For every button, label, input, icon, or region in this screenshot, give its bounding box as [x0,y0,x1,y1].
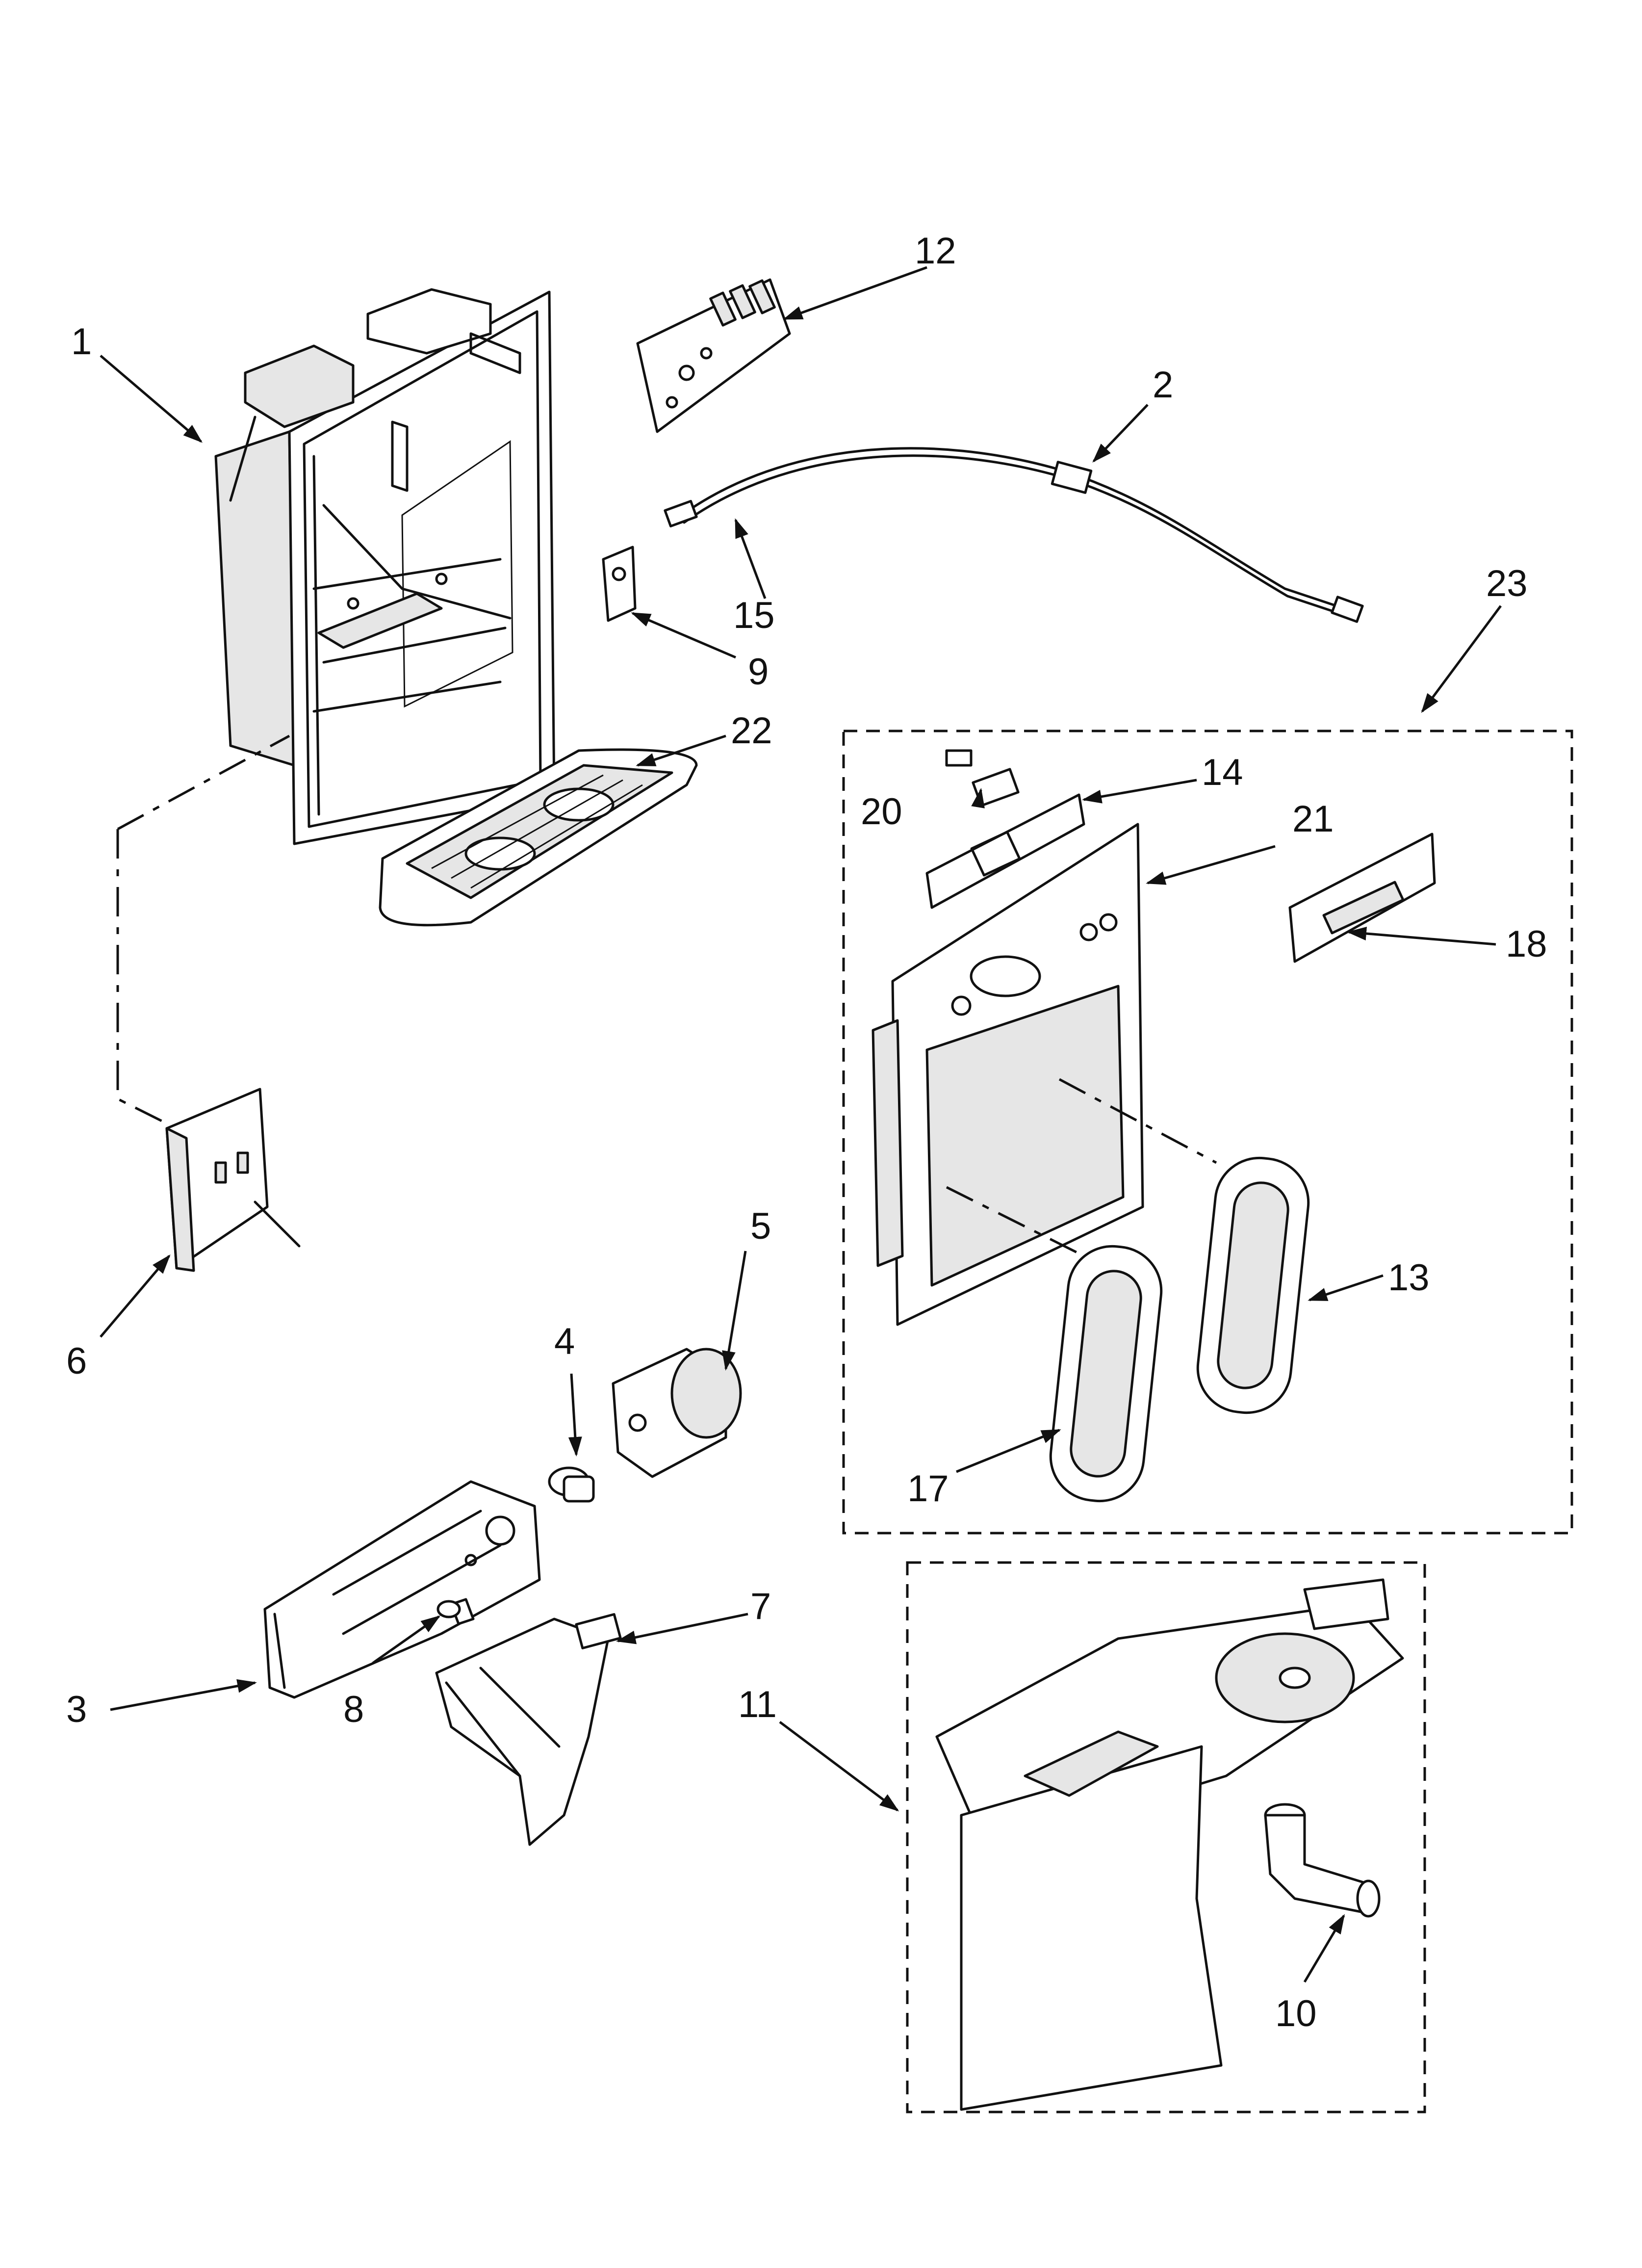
callout-4: 4 [554,1321,575,1362]
part-5-motor [612,1348,742,1478]
callout-13: 13 [1388,1257,1430,1299]
callout-9: 9 [748,651,769,693]
assembly-11-box [906,1561,1426,2113]
part-14-gasket [925,793,1085,909]
callout-5: 5 [750,1205,771,1247]
callout-10: 10 [1275,1993,1317,2034]
leader-lines [100,266,1502,1983]
callout-15: 15 [733,595,775,636]
part-10-elbow [1264,1803,1381,1918]
part-22-drip-tray [379,748,698,927]
callout-11: 11 [738,1684,777,1725]
part-2-wire-harness [664,447,1364,623]
assembly-lines [116,734,1217,1257]
part-9-bracket [602,546,637,622]
callout-14: 14 [1202,752,1243,793]
part-12-control-board [636,278,791,433]
callout-2: 2 [1153,364,1173,406]
callout-labels: 1 2 3 4 5 6 7 8 9 10 11 12 13 14 15 17 1… [66,230,1547,2034]
callout-3: 3 [66,1689,87,1730]
part-7-lever [435,1613,622,1846]
callout-1: 1 [71,321,92,363]
callout-17: 17 [907,1468,949,1510]
part-11-ice-chute [935,1578,1404,2111]
part-1-dispenser-housing [214,288,556,845]
callout-20: 20 [861,791,902,833]
part-8-screw [436,1598,475,1625]
callout-21: 21 [1292,798,1334,840]
part-3-actuator-bracket [263,1480,541,1699]
callout-7: 7 [750,1586,771,1627]
assembly-23-box [842,730,1573,1535]
callout-23: 23 [1486,563,1528,604]
part-4-knob [548,1466,595,1503]
part-17-paddle [1049,1245,1163,1503]
callout-8: 8 [343,1689,364,1730]
callout-22: 22 [731,710,772,752]
callout-6: 6 [66,1340,87,1382]
part-21-dispenser-front [872,823,1144,1326]
part-18-bracket [1288,833,1436,963]
callout-18: 18 [1506,923,1547,965]
part-13-paddle [1196,1156,1310,1414]
part-20-connector [945,749,1020,807]
part-6-switch [165,1088,301,1272]
callout-12: 12 [915,230,956,272]
